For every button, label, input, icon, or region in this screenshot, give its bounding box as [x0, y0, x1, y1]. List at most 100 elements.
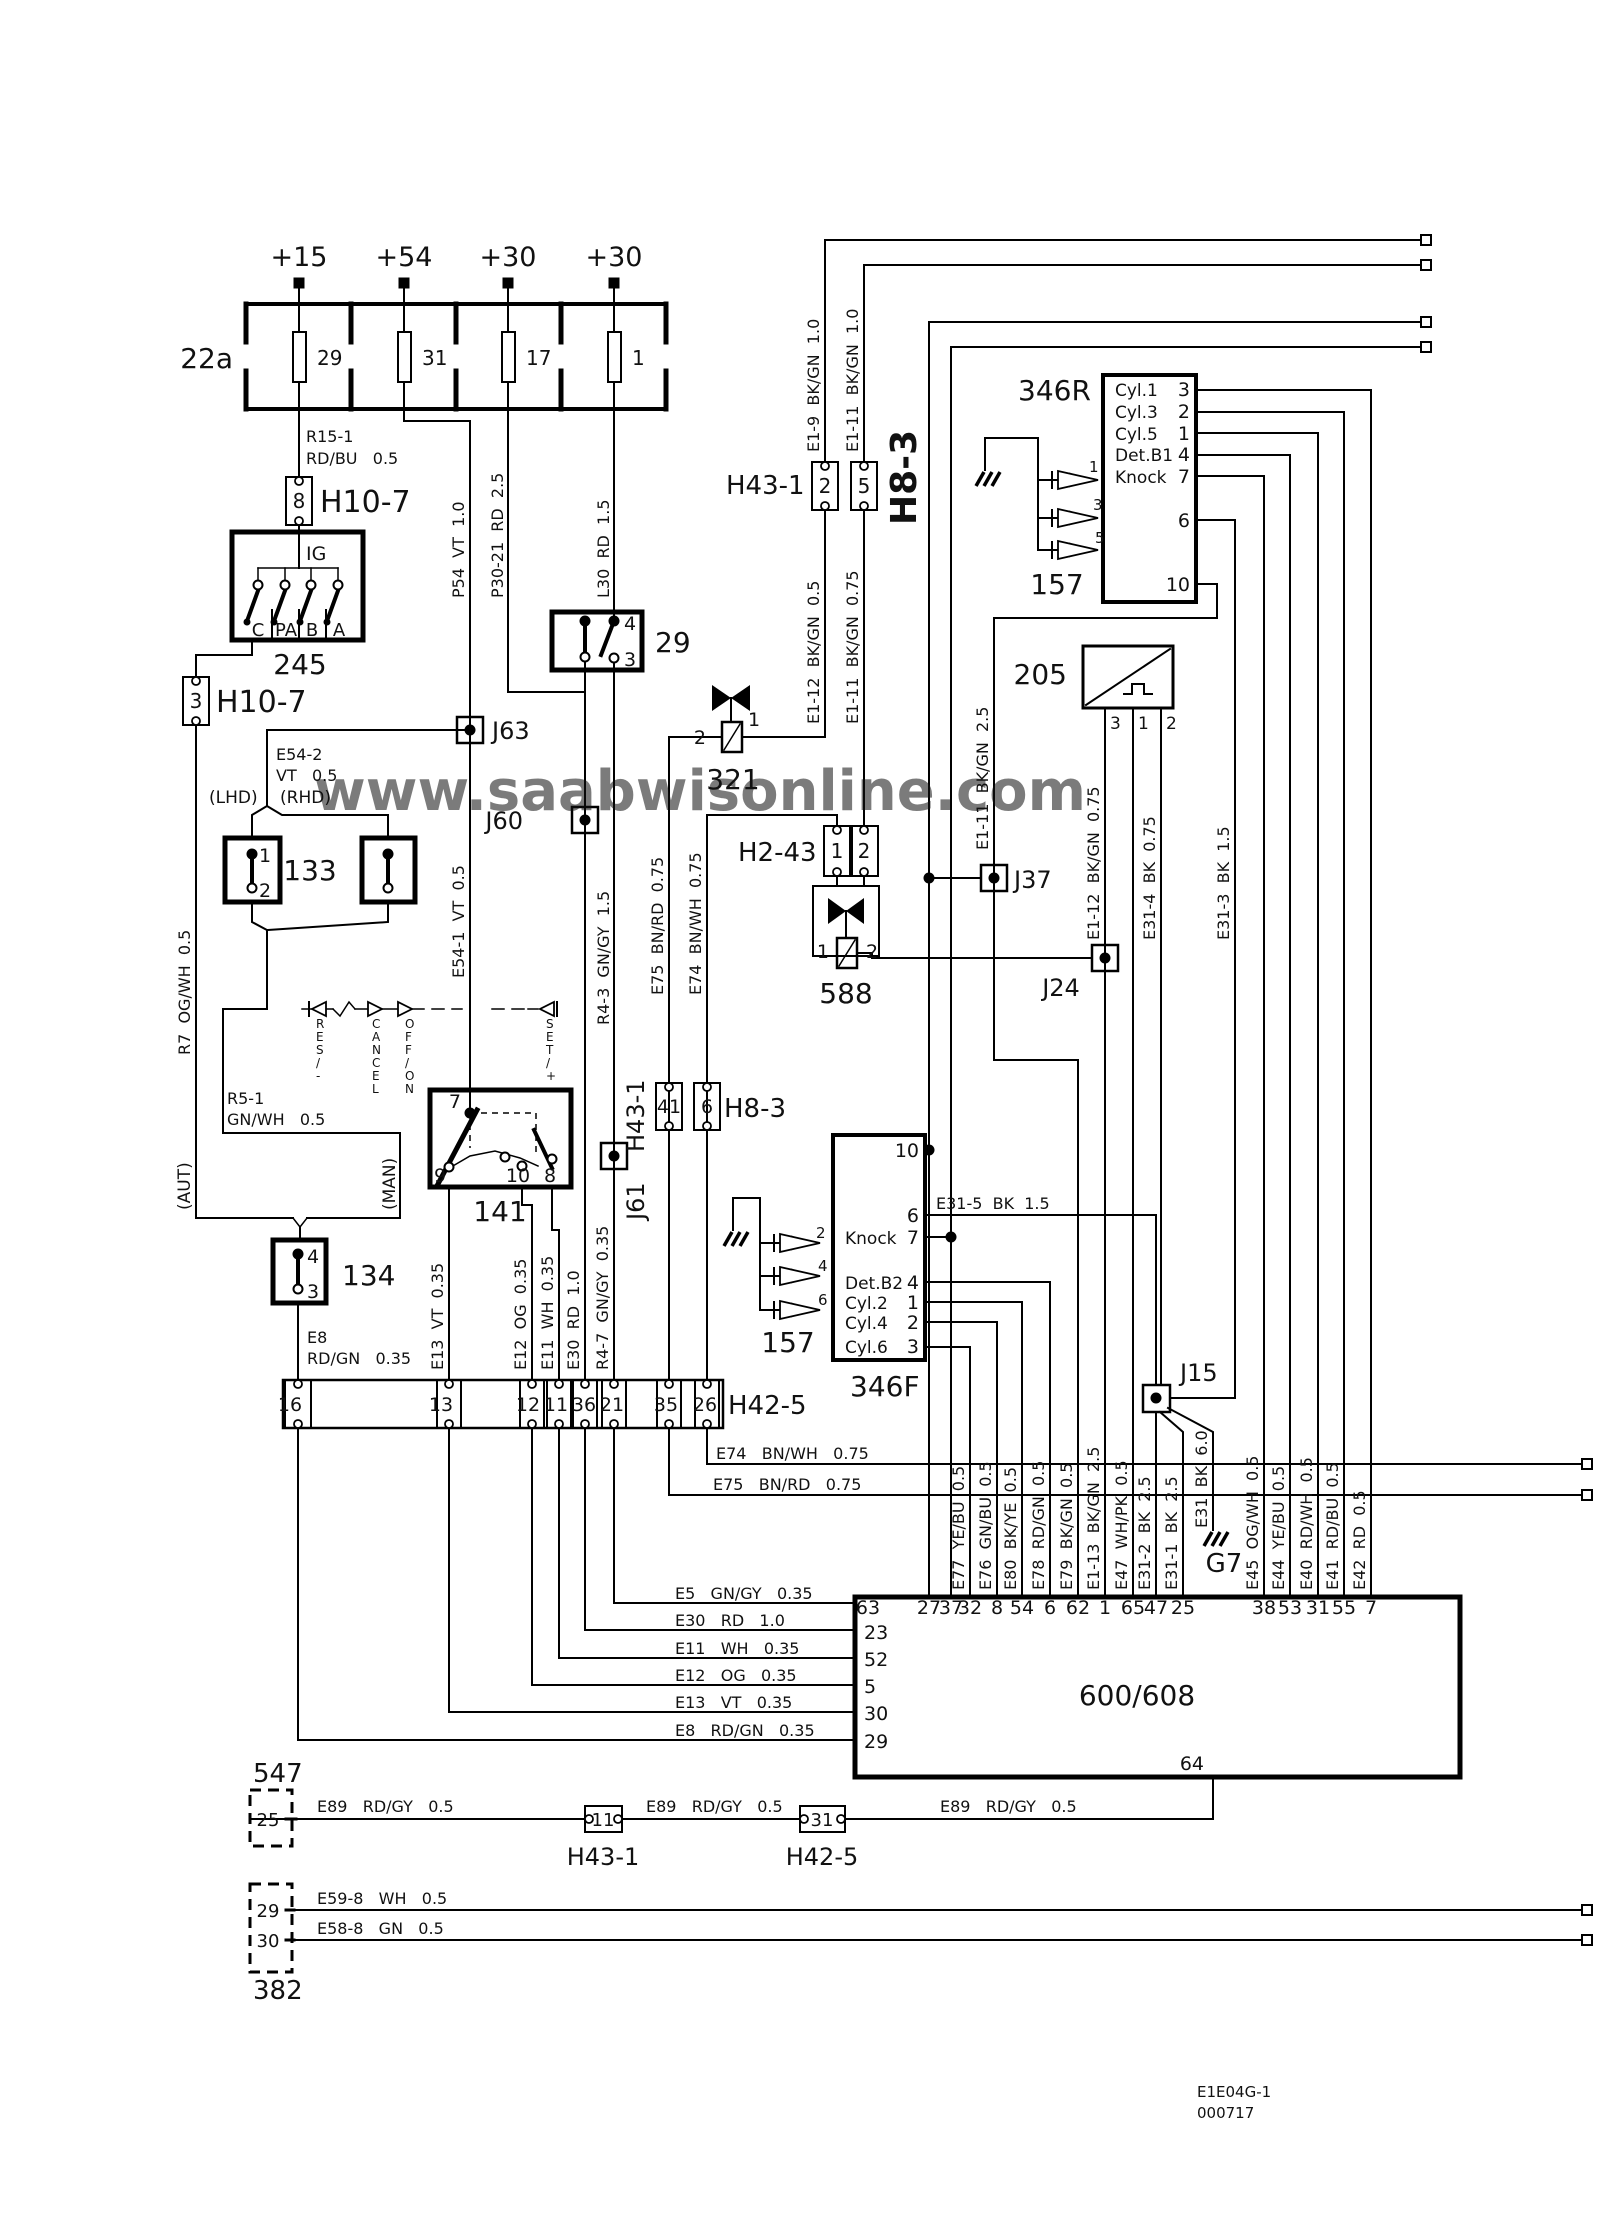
label-346f: 346F: [850, 1370, 920, 1403]
symbol-triangle: [1057, 507, 1099, 529]
label: 7: [1365, 1597, 1377, 1619]
pin-circle: [527, 1419, 537, 1429]
label: E75 BN/RD 0.75: [713, 1475, 861, 1494]
ground-icon: [1202, 1531, 1214, 1547]
label: Knock: [1115, 468, 1167, 488]
terminal-54: +54: [376, 242, 433, 273]
wire: [993, 583, 1218, 1598]
pin-circle: [554, 1419, 564, 1429]
junction-dot: [292, 1248, 304, 1260]
label: 4: [307, 1246, 319, 1268]
wire: [584, 1427, 856, 1631]
label: 63: [856, 1597, 880, 1619]
label: E58-8 GN 0.5: [317, 1919, 444, 1938]
label: 4: [1178, 444, 1190, 466]
wire: [924, 1281, 1051, 1598]
symbol-triangle: [779, 1265, 821, 1287]
wire: [598, 618, 617, 658]
junction-dot: [608, 1150, 620, 1162]
offpage-square: [1420, 259, 1432, 271]
dashed-component-box: [248, 1882, 294, 1974]
wire: [722, 722, 742, 752]
wire: [331, 1000, 357, 1018]
wire: [266, 729, 471, 807]
component-box: [570, 805, 600, 835]
ground-icon: [1210, 1531, 1222, 1547]
contact-circle: [246, 882, 258, 894]
wire: [291, 1216, 309, 1229]
label: (RHD): [280, 788, 331, 808]
wire: [251, 901, 269, 932]
junction-dot: [382, 848, 394, 860]
label: Cyl.3: [1115, 403, 1158, 423]
wire: [924, 1301, 1023, 1598]
label: 23: [864, 1622, 888, 1644]
offpage-square: [1420, 234, 1432, 246]
label: 2: [816, 1224, 826, 1242]
label: 3: [1178, 379, 1190, 401]
wire: [1195, 411, 1345, 1598]
pin-circle: [527, 1379, 537, 1389]
label-h2-43: H2-43: [738, 838, 817, 868]
component-box: [281, 1378, 725, 1430]
label: E74 BN/WH 0.75: [716, 1444, 869, 1463]
label-141: 141: [473, 1195, 526, 1228]
label: 1: [632, 346, 645, 370]
wire: [924, 1321, 998, 1598]
label: 11: [592, 1810, 615, 1831]
pin-circle: [820, 501, 830, 511]
label: E54-2: [276, 745, 322, 764]
label: E1-12 BK/GN 0.5: [804, 581, 823, 724]
label: VT 0.5: [276, 766, 337, 785]
pin-circle: [444, 1419, 454, 1429]
wire: [521, 1186, 533, 1381]
label: 64: [1180, 1753, 1204, 1775]
label: 2: [259, 880, 271, 902]
label: 41: [657, 1096, 681, 1118]
wire: [1195, 454, 1291, 1598]
label-205: 205: [1014, 658, 1067, 691]
wire: [613, 1427, 856, 1604]
label: 8: [293, 489, 306, 513]
label: R4-7 GN/GY 0.35: [593, 1226, 612, 1370]
terminal-square: [293, 277, 305, 289]
label: 1: [1099, 1597, 1111, 1619]
contact-circle: [499, 1151, 511, 1163]
junction-dot: [1150, 1392, 1162, 1404]
ground-icon: [1218, 1531, 1230, 1547]
label: E31-3 BK 1.5: [1214, 826, 1233, 940]
offpage-square: [1581, 1934, 1593, 1946]
label-h10-7-left: H10-7: [216, 685, 307, 720]
contact-circle: [443, 1161, 455, 1173]
terminal-square: [608, 277, 620, 289]
label-h43-1-mid: H43-1: [622, 1079, 650, 1152]
label: E8: [307, 1328, 327, 1347]
pin-circle: [609, 1379, 619, 1389]
component-box: [222, 835, 283, 905]
label: 2: [866, 941, 878, 963]
label: 31: [422, 346, 447, 370]
label: 1: [748, 709, 760, 731]
label: 36: [572, 1394, 596, 1416]
label: RD/BU 0.5: [306, 449, 398, 468]
junction-dot: [579, 615, 591, 627]
label: E41 RD/BU 0.5: [1323, 1462, 1342, 1590]
component-box: [549, 609, 645, 673]
label: 62: [1066, 1597, 1090, 1619]
label: R15-1: [306, 427, 353, 446]
contact-circle: [608, 652, 620, 664]
junction-dot: [1099, 952, 1111, 964]
label: 2: [1166, 714, 1177, 734]
label: 6: [907, 1205, 919, 1227]
component-box: [501, 331, 516, 383]
wire: [271, 585, 289, 624]
label: E54-1 VT 0.5: [449, 865, 468, 978]
label: P54 VT 1.0: [449, 501, 468, 598]
label: 13: [429, 1394, 453, 1416]
pin-circle: [580, 1379, 590, 1389]
label: 53: [1278, 1597, 1302, 1619]
label: E1-13 BK/GN 2.5: [1084, 1447, 1103, 1590]
pin-circle: [702, 1419, 712, 1429]
